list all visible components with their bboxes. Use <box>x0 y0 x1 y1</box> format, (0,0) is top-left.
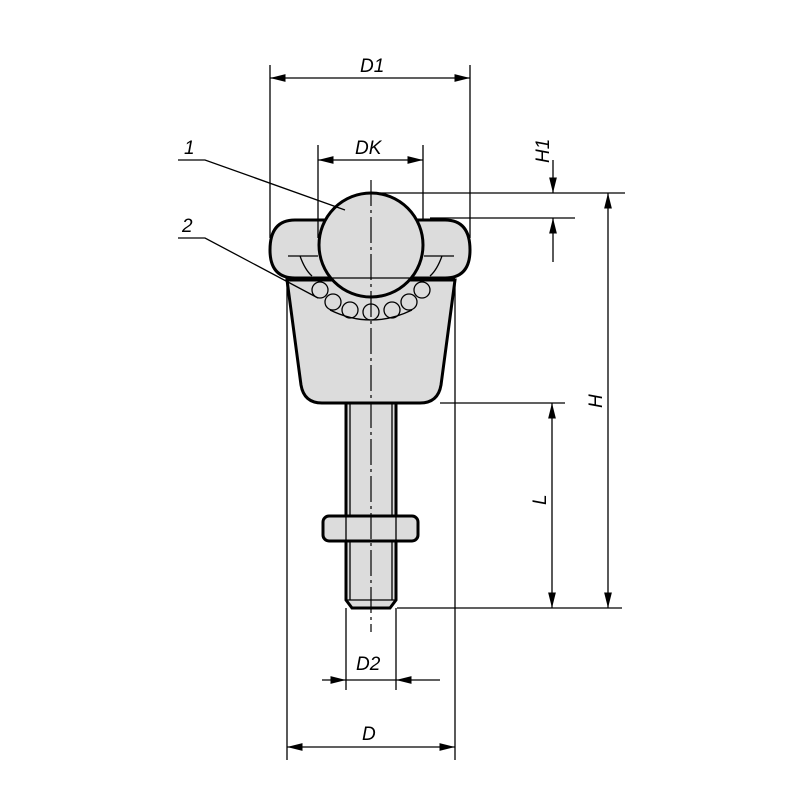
dimensions <box>178 65 625 760</box>
part-body <box>268 180 472 632</box>
dim-l-label: L <box>530 494 551 505</box>
dim-d2-label: D2 <box>356 654 381 675</box>
dim-d-label: D <box>362 724 376 745</box>
dim-h1-label: H1 <box>533 139 554 163</box>
dim-dk-label: DK <box>355 138 383 159</box>
callout-1: 1 <box>184 138 195 159</box>
ball <box>317 191 425 299</box>
dim-h-label: H <box>586 394 607 408</box>
callout-2: 2 <box>181 216 193 237</box>
dim-d1-label: D1 <box>360 56 384 77</box>
bearing-balls <box>311 281 431 321</box>
